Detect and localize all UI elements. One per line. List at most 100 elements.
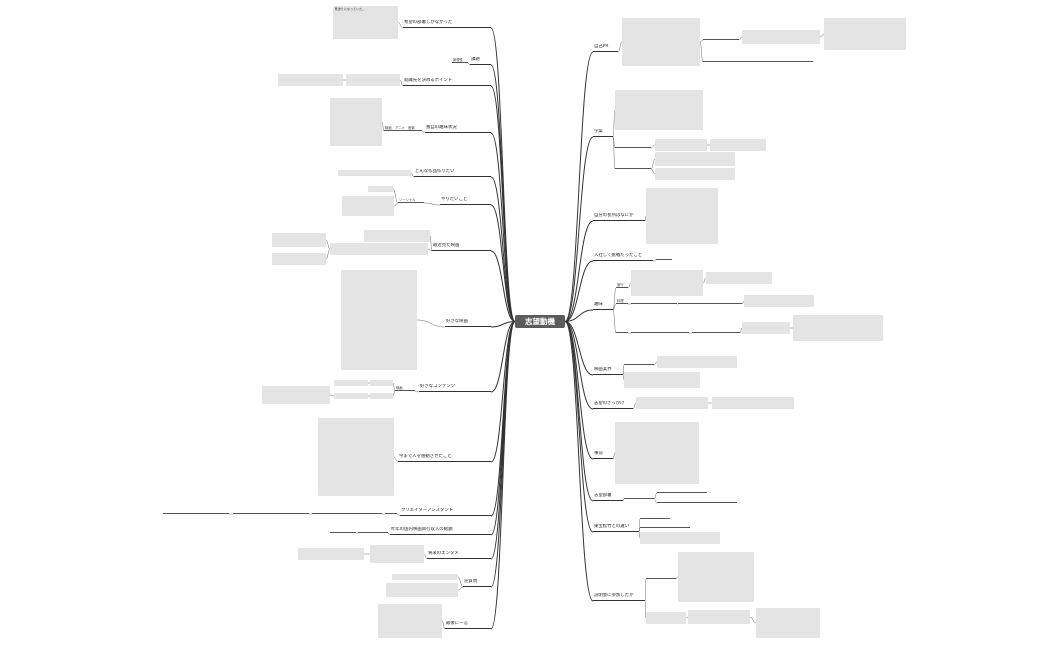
sub-topic[interactable]	[703, 57, 813, 62]
sub-topic[interactable]	[358, 528, 388, 533]
sub-topic[interactable]	[615, 143, 651, 148]
sub-topic[interactable]	[640, 523, 690, 528]
note-box[interactable]	[615, 422, 699, 484]
sub-topic[interactable]	[615, 164, 651, 169]
note-box[interactable]	[742, 30, 820, 44]
note-box[interactable]	[334, 393, 368, 399]
note-box[interactable]	[262, 386, 330, 404]
note-box[interactable]	[688, 610, 750, 624]
sub-topic[interactable]	[692, 328, 740, 333]
branch-topic[interactable]: 映画業界	[593, 367, 623, 375]
sub-topic[interactable]: 映画	[395, 386, 415, 391]
sub-topic[interactable]	[624, 494, 654, 499]
note-box[interactable]	[640, 532, 720, 544]
sub-topic[interactable]	[312, 509, 382, 514]
note-box[interactable]	[744, 295, 814, 307]
note-box[interactable]	[368, 186, 393, 192]
note-box[interactable]	[298, 548, 364, 560]
sub-topic[interactable]: 映画 アニメ 音楽	[384, 126, 422, 131]
branch-topic[interactable]: 志望のきっかけ	[593, 401, 633, 409]
note-box[interactable]	[646, 188, 718, 244]
branch-topic[interactable]: 就職先を決めるポイント	[403, 78, 491, 86]
note-box[interactable]	[655, 168, 735, 180]
note-box[interactable]	[346, 74, 400, 86]
note-box[interactable]	[742, 322, 790, 334]
note-box[interactable]	[712, 397, 794, 409]
note-box[interactable]	[272, 253, 326, 265]
sub-topic[interactable]	[385, 509, 397, 514]
sub-topic[interactable]	[640, 514, 670, 519]
branch-topic[interactable]: どんな作品作りたい	[414, 169, 491, 177]
note-box[interactable]	[338, 170, 411, 176]
sub-topic[interactable]	[646, 574, 676, 579]
note-box[interactable]	[364, 230, 430, 242]
branch-topic[interactable]: 東宝松竹との違い	[593, 524, 639, 532]
note-box[interactable]	[392, 574, 458, 580]
branch-topic[interactable]: 事前	[593, 451, 613, 459]
sub-topic[interactable]	[233, 509, 309, 514]
note-box[interactable]	[341, 270, 417, 370]
note-box[interactable]	[624, 372, 700, 388]
sub-topic[interactable]	[657, 498, 737, 503]
branch-topic[interactable]: 最後に一言	[445, 621, 491, 629]
branch-topic[interactable]: 課題	[470, 57, 491, 65]
sub-topic[interactable]: 旅行	[616, 283, 628, 288]
note-box[interactable]	[615, 90, 703, 130]
note-box[interactable]	[342, 196, 394, 216]
note-box[interactable]	[334, 380, 368, 386]
note-box[interactable]	[370, 545, 424, 563]
note-box[interactable]	[330, 98, 382, 146]
note-box[interactable]	[655, 139, 707, 151]
note-box[interactable]	[657, 356, 737, 368]
branch-topic[interactable]: 昨年の国内映画興行収入の総額	[390, 527, 491, 535]
note-box[interactable]	[622, 18, 700, 66]
sub-topic[interactable]	[624, 360, 654, 365]
note-box[interactable]	[706, 272, 772, 284]
sub-topic[interactable]	[703, 35, 739, 40]
sub-topic[interactable]	[657, 488, 707, 493]
branch-topic[interactable]: 趣味	[593, 302, 613, 310]
note-box[interactable]	[636, 397, 708, 409]
note-box[interactable]: 見送りになっていた。	[333, 6, 398, 39]
branch-topic[interactable]: 独自の趣味状況	[425, 125, 491, 133]
branch-topic[interactable]: 希望の部署しかなかった	[403, 20, 491, 28]
branch-topic[interactable]: 自分の長所はなにか	[593, 213, 645, 221]
sub-topic[interactable]	[631, 328, 689, 333]
note-box[interactable]	[646, 612, 686, 624]
note-box[interactable]	[756, 608, 820, 638]
sub-topic[interactable]: 料理	[616, 299, 628, 304]
branch-topic[interactable]: 好きなコンテンツ	[419, 384, 491, 392]
branch-topic[interactable]: 自己PR	[593, 44, 618, 52]
note-box[interactable]	[278, 74, 343, 86]
sub-topic[interactable]: 新規性	[452, 58, 468, 63]
sub-topic[interactable]	[616, 328, 628, 333]
branch-topic[interactable]: 逆質問	[463, 579, 491, 587]
sub-topic[interactable]	[330, 528, 356, 533]
branch-topic[interactable]: 志望部署	[593, 493, 623, 501]
branch-topic[interactable]: クリエイターアシスタント	[400, 508, 491, 516]
note-box[interactable]	[330, 243, 428, 255]
note-box[interactable]	[793, 315, 883, 341]
note-box[interactable]	[370, 380, 393, 386]
note-box[interactable]	[318, 418, 394, 496]
note-box[interactable]	[678, 552, 754, 602]
sub-topic[interactable]	[656, 255, 672, 260]
branch-topic[interactable]: 学業	[593, 129, 613, 137]
note-box[interactable]	[386, 583, 458, 597]
note-box[interactable]	[655, 152, 735, 166]
sub-topic[interactable]	[163, 509, 229, 514]
note-box[interactable]	[710, 139, 766, 151]
branch-topic[interactable]: 入社して挑戦だったこと	[593, 253, 653, 261]
sub-topic[interactable]: ソーシャル	[398, 198, 424, 203]
note-box[interactable]	[370, 393, 393, 399]
sub-topic[interactable]	[678, 299, 742, 304]
branch-topic[interactable]: 将来のエンタメ	[427, 551, 491, 559]
branch-topic[interactable]: 好きな映画	[445, 319, 491, 327]
branch-topic[interactable]: やりたいこと	[440, 197, 491, 205]
note-box[interactable]	[824, 18, 906, 50]
branch-topic[interactable]: 最近見た映画	[432, 243, 491, 251]
branch-topic[interactable]: 今まで人を感動させたこと	[398, 454, 491, 462]
note-box[interactable]	[378, 604, 442, 638]
sub-topic[interactable]	[631, 299, 677, 304]
branch-topic[interactable]: 説明会に参加したか	[593, 593, 645, 601]
